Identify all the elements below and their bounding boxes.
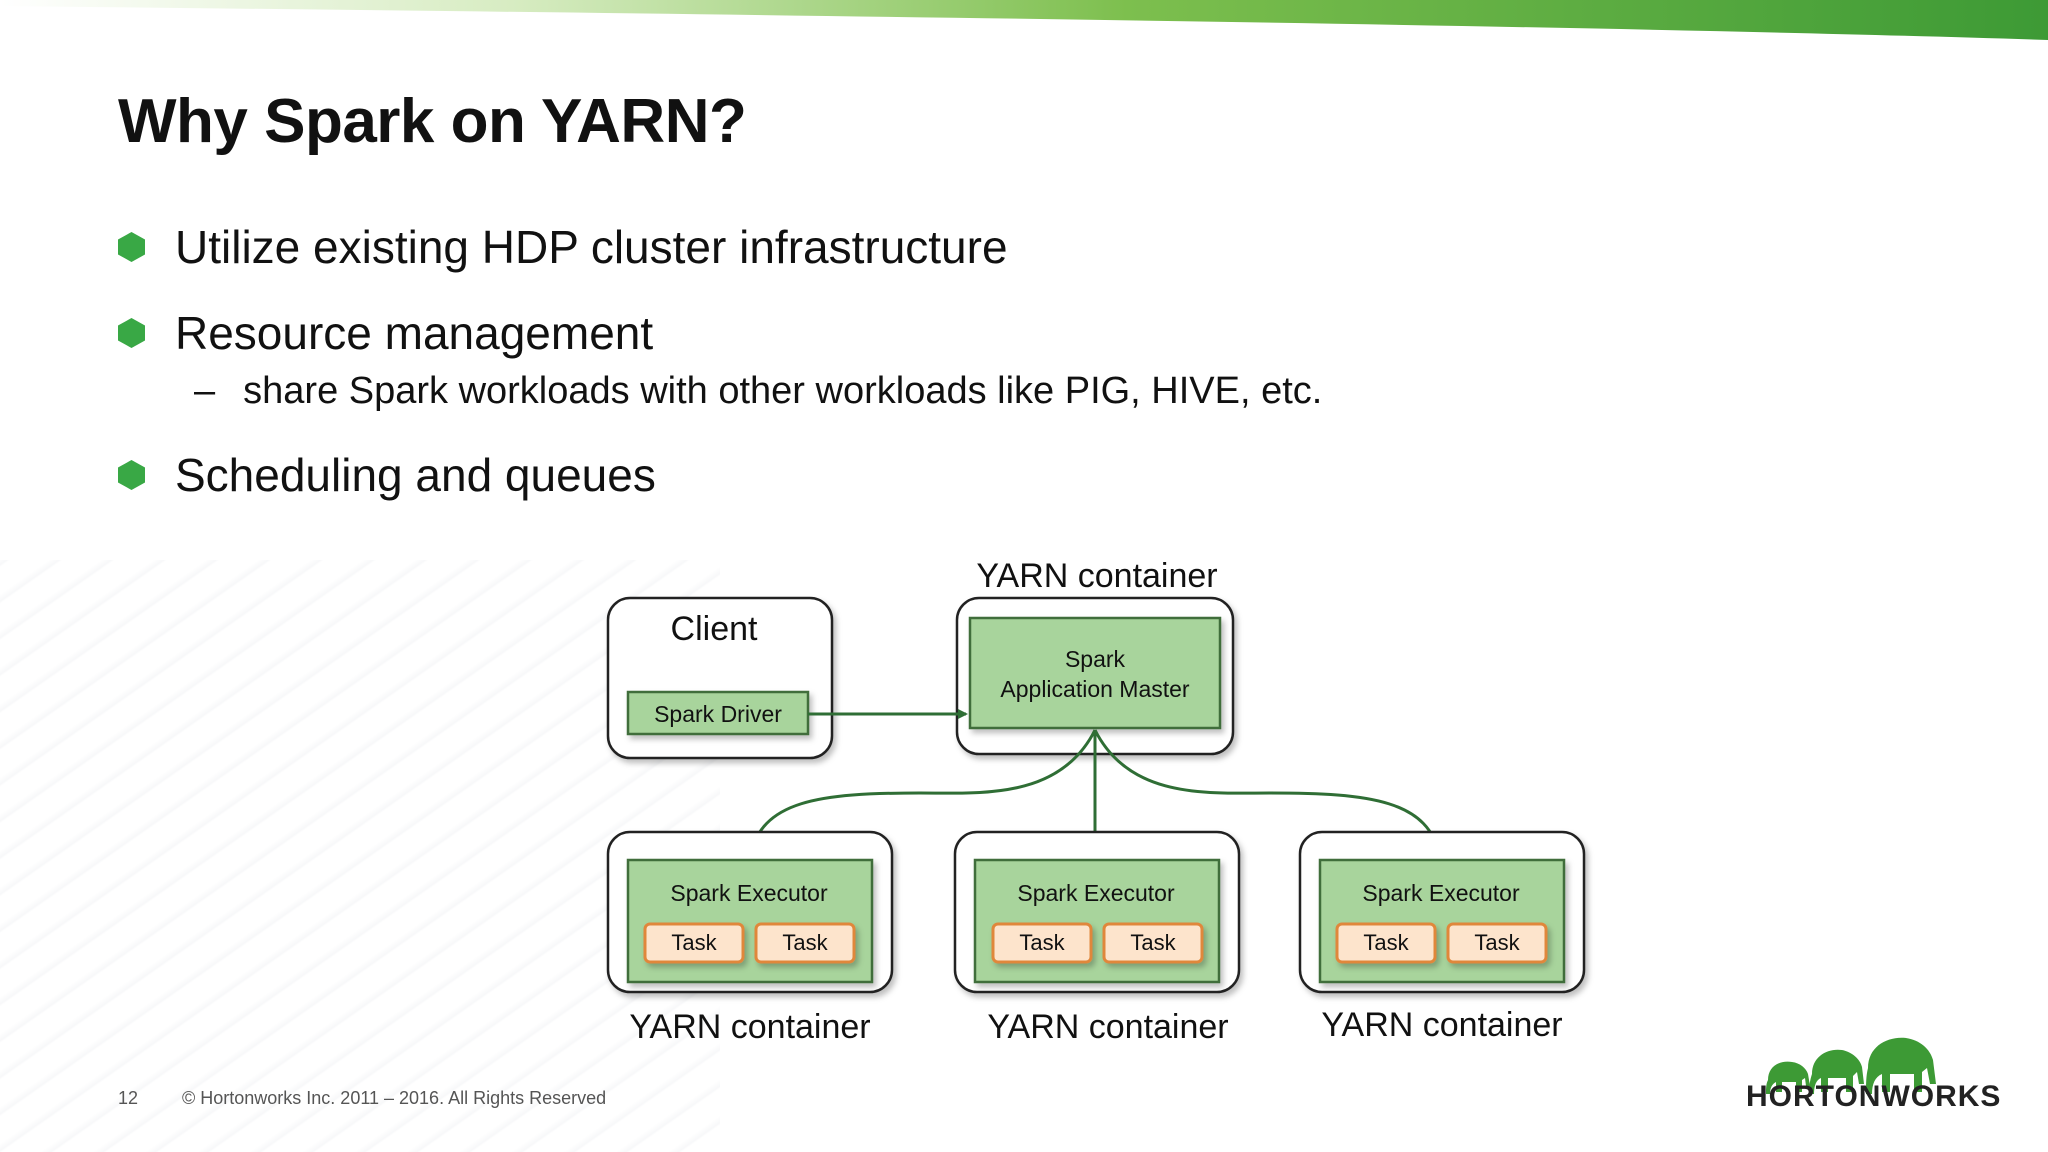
bullet-item: Resource management	[118, 306, 653, 360]
task-label: Task	[671, 930, 717, 955]
sub-bullet-item: – share Spark workloads with other workl…	[194, 370, 1322, 413]
top-accent-band	[0, 0, 2048, 40]
spark-executor-label: Spark Executor	[1362, 880, 1520, 906]
elephants-logo-icon	[1766, 1037, 1936, 1094]
spark-executor-box	[973, 858, 1221, 984]
executor-container-label: YARN container	[629, 1008, 870, 1046]
executor-container-2: Spark Executor Task Task YARN container	[953, 830, 1241, 1046]
task-box	[991, 922, 1093, 964]
bullet-item: Scheduling and queues	[118, 448, 656, 502]
dash-bullet: –	[194, 370, 216, 412]
task-box	[1102, 922, 1204, 964]
application-master-line2: Application Master	[1000, 676, 1190, 702]
task-label: Task	[1363, 930, 1409, 955]
executor-container-label: YARN container	[1321, 1006, 1562, 1044]
executor-container-1: Spark Executor Task Task YARN container	[606, 830, 894, 1046]
master-to-executor-3-arrow	[1093, 729, 1444, 860]
task-label: Task	[1130, 930, 1176, 955]
master-container: YARN container Spark Application Master	[955, 557, 1235, 756]
client-box: Client Spark Driver	[606, 596, 834, 760]
task-box	[754, 922, 856, 964]
slide-title: Why Spark on YARN?	[118, 87, 747, 156]
hexagon-bullet-icon	[118, 460, 145, 490]
spark-executor-label: Spark Executor	[1017, 880, 1175, 906]
task-label: Task	[1019, 930, 1065, 955]
background-texture	[0, 560, 720, 1152]
master-container-label: YARN container	[976, 557, 1217, 595]
application-master-box	[968, 616, 1222, 730]
bullet-item: Utilize existing HDP cluster infrastruct…	[118, 220, 1008, 274]
sub-bullet-text: share Spark workloads with other workloa…	[243, 370, 1323, 412]
application-master-line1: Spark	[1065, 646, 1126, 672]
master-to-executor-1-arrow	[746, 729, 1097, 860]
task-box	[643, 922, 745, 964]
task-label: Task	[782, 930, 828, 955]
spark-executor-box	[626, 858, 874, 984]
page-number: 12	[118, 1088, 139, 1108]
spark-driver-label: Spark Driver	[654, 701, 782, 727]
bullet-text: Scheduling and queues	[175, 449, 656, 501]
bullet-text: Resource management	[175, 307, 654, 359]
task-label: Task	[1474, 930, 1520, 955]
copyright-text: © Hortonworks Inc. 2011 – 2016. All Righ…	[182, 1088, 607, 1108]
spark-executor-box	[1318, 858, 1566, 984]
client-label: Client	[671, 610, 758, 648]
bullet-text: Utilize existing HDP cluster infrastruct…	[175, 221, 1008, 273]
task-box	[1446, 922, 1548, 964]
footer: 12 © Hortonworks Inc. 2011 – 2016. All R…	[118, 1088, 606, 1109]
spark-driver-box	[626, 690, 810, 736]
logo-wordmark: HORTONWORKS	[1746, 1080, 2002, 1113]
executor-container-label: YARN container	[987, 1008, 1228, 1046]
bullet-list: Utilize existing HDP cluster infrastruct…	[118, 0, 1718, 520]
hexagon-bullet-icon	[118, 318, 145, 348]
executor-container-3: Spark Executor Task Task YARN container	[1298, 830, 1586, 1044]
spark-executor-label: Spark Executor	[670, 880, 828, 906]
task-box	[1335, 922, 1437, 964]
hexagon-bullet-icon	[118, 232, 145, 262]
